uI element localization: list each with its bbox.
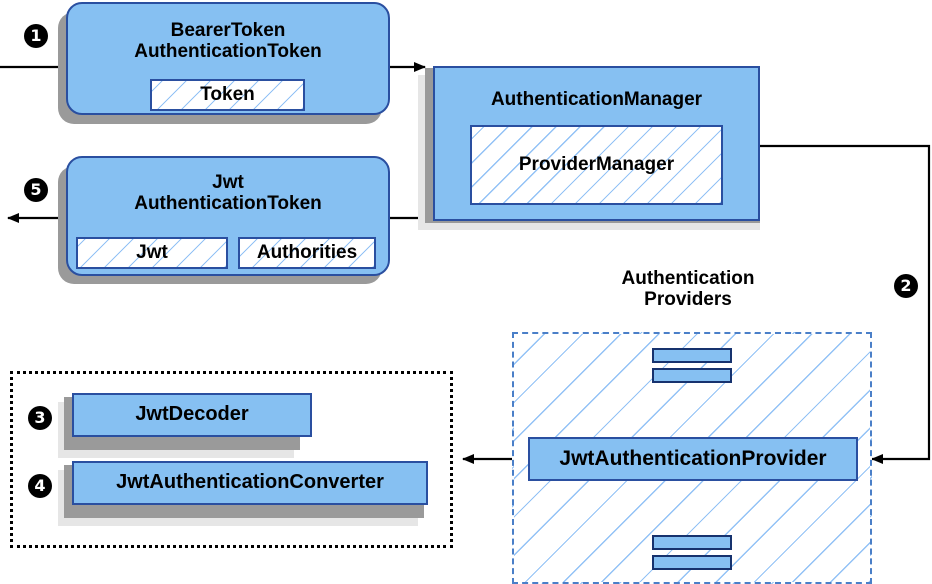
- jwt-token-title-line1: Jwt: [212, 172, 244, 194]
- jwt-token-title-line2: AuthenticationToken: [134, 193, 322, 214]
- step-bullet-1: 1: [24, 24, 48, 48]
- provider-stack-bar-bottom-2: [652, 555, 732, 570]
- step-bullet-4: 4: [28, 474, 52, 498]
- jwt-decoder-node[interactable]: JwtDecoder: [72, 393, 312, 437]
- bearer-token-title-line1: BearerToken: [170, 19, 286, 41]
- provider-stack-bar-top-1: [652, 348, 732, 363]
- authentication-providers-label-line2: Providers: [644, 289, 732, 311]
- jwt-authentication-provider-node[interactable]: JwtAuthenticationProvider: [528, 437, 858, 481]
- jwt-token-slot-jwt[interactable]: Jwt: [76, 237, 228, 269]
- provider-stack-bar-bottom-1: [652, 535, 732, 550]
- bearer-token-title-line2: AuthenticationToken: [134, 40, 322, 62]
- authentication-manager-title: AuthenticationManager: [490, 89, 703, 110]
- authentication-manager-slot-provider-manager[interactable]: ProviderManager: [470, 125, 723, 205]
- provider-stack-bar-top-2: [652, 368, 732, 383]
- bearer-token-slot-token[interactable]: Token: [150, 79, 305, 111]
- step-bullet-3: 3: [28, 406, 52, 430]
- step-bullet-2: 2: [894, 274, 918, 298]
- authentication-providers-label-line1: Authentication: [621, 268, 755, 289]
- jwt-token-slot-authorities[interactable]: Authorities: [238, 237, 376, 269]
- step-bullet-5: 5: [24, 178, 48, 202]
- jwt-authentication-converter-node[interactable]: JwtAuthenticationConverter: [72, 461, 428, 505]
- jwt-support-region: [10, 371, 453, 548]
- authentication-providers-label: Authentication Providers: [560, 268, 816, 311]
